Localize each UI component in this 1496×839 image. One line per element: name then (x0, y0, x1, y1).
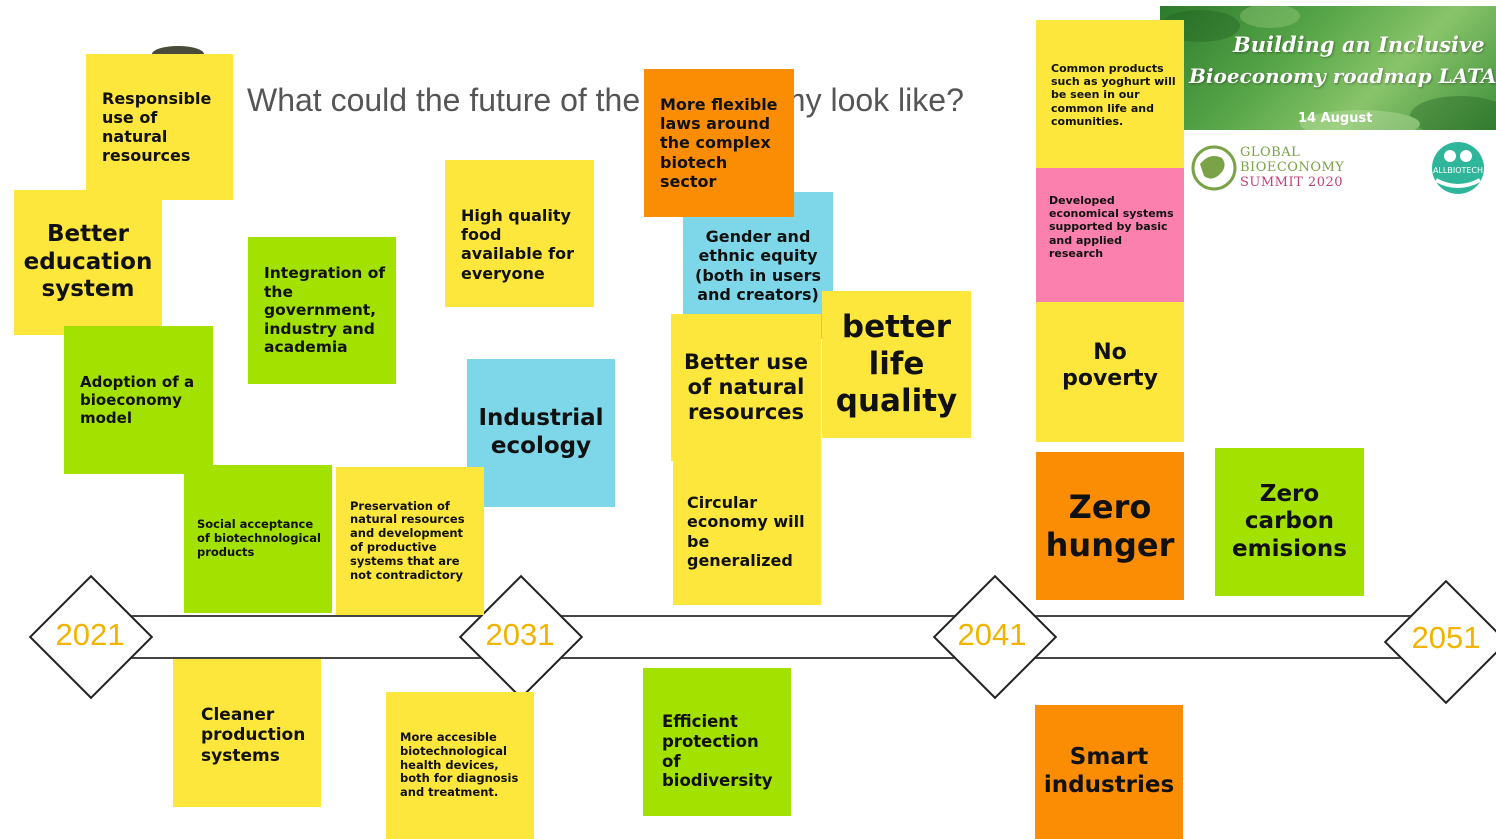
note-text: More accesible biotechnological health d… (400, 730, 519, 800)
note-better-use: Better use of natural resources (671, 314, 821, 461)
note-zero-carbon: Zero carbon emisions (1215, 448, 1364, 596)
note-industrial-ecology: Industrial ecology (467, 359, 615, 507)
note-adoption-bioeconomy: Adoption of a bioeconomy model (64, 326, 213, 474)
note-text: Better use of natural resources (684, 349, 808, 425)
note-text: Circular economy will be generalized (687, 493, 805, 570)
allbiotech-label: ALLBIOTECH (1433, 166, 1483, 175)
note-flexible-laws: More flexible laws around the complex bi… (644, 69, 794, 217)
note-text: More flexible laws around the complex bi… (660, 95, 778, 191)
note-smart-industries: Smart industries (1035, 705, 1183, 839)
slide-title: What could the future of the bioeconomy … (247, 82, 964, 118)
note-text: Cleaner production systems (201, 705, 306, 766)
summit-line2: BIOECONOMY (1240, 159, 1345, 175)
note-accessible-health: More accesible biotechnological health d… (386, 692, 534, 839)
summit-line1: GLOBAL (1240, 145, 1301, 160)
note-zero-hunger: Zero hunger (1036, 452, 1184, 600)
note-no-poverty: No poverty (1036, 302, 1184, 442)
note-text: Integration of the government, industry … (264, 264, 386, 357)
note-text: Better education system (23, 221, 153, 303)
note-text: Common products such as yoghurt will be … (1051, 62, 1176, 128)
note-text: Smart industries (1043, 744, 1175, 798)
timeline-band (88, 615, 1448, 659)
summit-line3: SUMMIT 2020 (1240, 174, 1344, 190)
globe-logo-icon (1191, 145, 1237, 191)
note-text: Zero carbon emisions (1232, 480, 1347, 562)
note-integration: Integration of the government, industry … (248, 237, 396, 384)
note-text: Gender and ethnic equity (both in users … (695, 227, 821, 304)
note-responsible-use: Responsible use of natural resources (86, 54, 233, 200)
note-better-education: Better education system (14, 190, 162, 335)
note-social-acceptance: Social acceptance of biotechnological pr… (184, 465, 332, 613)
note-preservation: Preservation of natural resources and de… (336, 467, 484, 615)
note-text: Social acceptance of biotechnological pr… (197, 517, 321, 559)
year-label-2021: 2021 (55, 617, 125, 652)
note-high-quality-food: High quality food available for everyone (445, 160, 594, 307)
note-better-life-quality: better life quality (822, 291, 971, 438)
banner-title-line1: Building an Inclusive (1233, 32, 1485, 57)
note-cleaner-production: Cleaner production systems (173, 659, 321, 807)
note-efficient-protection: Efficient protection of biodiversity (643, 668, 791, 816)
note-circular-economy: Circular economy will be generalized (673, 458, 821, 605)
note-text: High quality food available for everyone (461, 206, 574, 283)
note-developed-systems: Developed economical systems supported b… (1036, 168, 1184, 305)
summit-logo-text: GLOBAL BIOECONOMY SUMMIT 2020 (1240, 145, 1345, 191)
note-text: better life quality (835, 308, 958, 420)
note-text: Adoption of a bioeconomy model (80, 373, 195, 427)
note-text: No poverty (1062, 340, 1158, 392)
banner-date: 14 August (1298, 111, 1373, 126)
note-text: Developed economical systems supported b… (1049, 194, 1174, 260)
year-label-2051: 2051 (1411, 620, 1481, 655)
banner-title-line2: Bioeconomy roadmap LATAM (1189, 64, 1496, 88)
leaf-decoration-icon (1160, 6, 1496, 130)
note-text: Efficient protection of biodiversity (662, 712, 773, 791)
note-text: Responsible use of natural resources (102, 88, 212, 166)
note-text: Industrial ecology (478, 405, 604, 459)
note-text: Zero hunger (1045, 487, 1175, 564)
event-banner (1160, 6, 1496, 130)
note-common-products: Common products such as yoghurt will be … (1036, 20, 1184, 170)
allbiotech-logo-icon: ALLBIOTECH (1432, 142, 1484, 194)
year-label-2031: 2031 (485, 617, 555, 652)
note-text: Preservation of natural resources and de… (350, 498, 465, 582)
year-label-2041: 2041 (957, 617, 1027, 652)
